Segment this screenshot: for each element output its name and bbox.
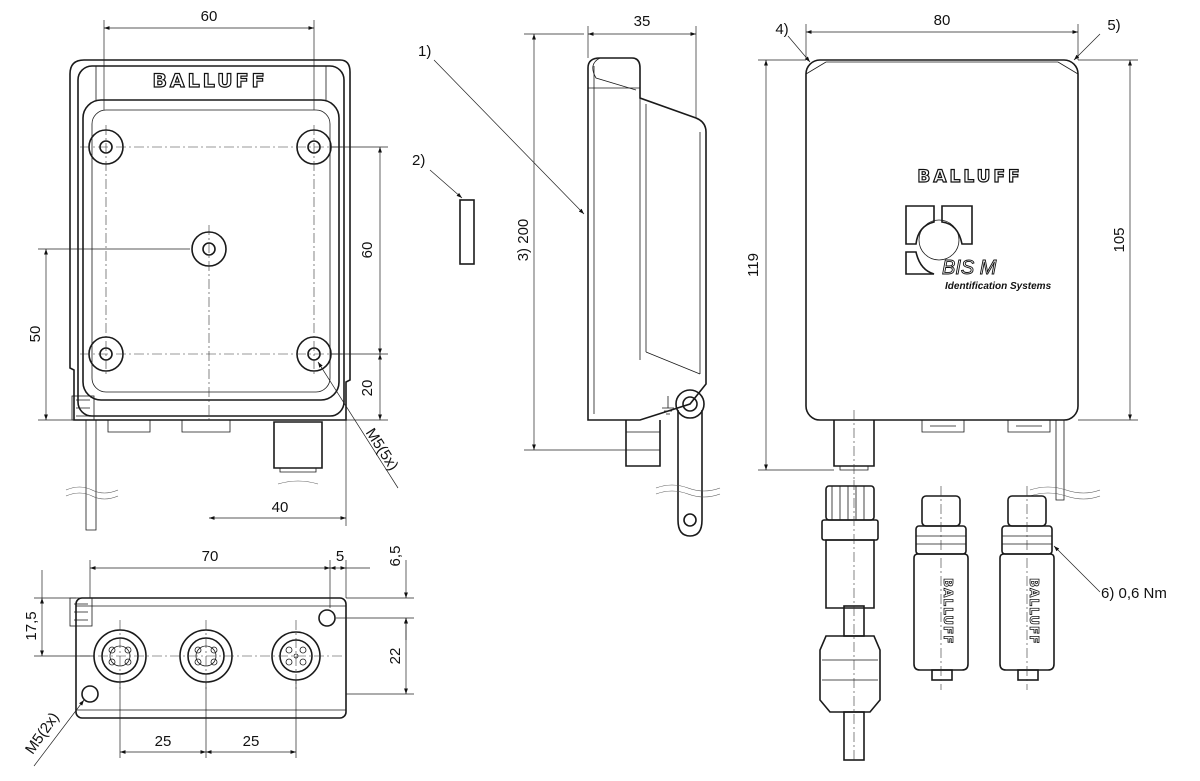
product-tagline: Identification Systems [945, 281, 1052, 292]
callout-1-label: 1) [418, 43, 431, 60]
side-view-dimensions: 35 3) 200 [515, 13, 697, 451]
dim-bottom-length: 70 [202, 548, 219, 565]
dim-front-hole-vertical: 60 [359, 242, 376, 259]
dim-bottom-edge-offset: 5 [336, 548, 344, 565]
dim-bottom-pitch-1: 25 [155, 733, 172, 750]
brand-logo-front: BALLUFF [152, 70, 267, 92]
torque-note: 6) 0,6 Nm [1101, 585, 1167, 602]
dim-rear-width: 80 [934, 12, 951, 29]
dim-front-bottom-width: 40 [272, 499, 289, 516]
callout-5-label: 5) [1107, 17, 1120, 34]
dim-front-lower: 50 [27, 326, 44, 343]
bis-m-logo: BIS M [942, 257, 997, 279]
bottom-view-dimensions: 70 5 6,5 22 17,5 25 25 M5(2x) [22, 546, 414, 767]
bis-logo-icon [905, 205, 973, 275]
dim-bottom-top-offset: 6,5 [387, 546, 404, 567]
callout-4-label: 4) [775, 21, 788, 38]
connector-cable-socket [819, 480, 881, 761]
dim-front-bottom-offset: 20 [359, 380, 376, 397]
bottom-view [69, 597, 347, 719]
callout-2-label: 2) [412, 152, 425, 169]
dim-side-height: 3) 200 [515, 219, 532, 262]
dim-front-width: 60 [201, 8, 218, 25]
dim-bottom-left-height: 17,5 [23, 611, 40, 640]
label-plate [459, 199, 475, 265]
dim-bottom-pitch-2: 25 [243, 733, 260, 750]
side-view [587, 57, 721, 537]
rear-view-dimensions: 80 4) 5) 119 105 [745, 12, 1138, 471]
brand-logo-plug-2: BALLUFF [1027, 578, 1041, 644]
mounting-hole [88, 129, 332, 372]
dim-rear-height-total: 119 [745, 253, 762, 277]
brand-logo-rear: BALLUFF [917, 167, 1022, 187]
brand-logo-plug-1: BALLUFF [941, 578, 955, 644]
connector-plug-1: BALLUFF [913, 486, 969, 690]
connector-plug-2: BALLUFF 6) 0,6 Nm [999, 486, 1167, 690]
bottom-thread-note: M5(2x) [22, 709, 63, 757]
front-thread-note: M5(5x) [362, 425, 402, 473]
front-view: BALLUFF [65, 59, 351, 531]
dim-rear-height-body: 105 [1111, 227, 1128, 252]
dim-bottom-right-height: 22 [387, 648, 404, 665]
callout-group: 1) 2) [412, 43, 585, 265]
dim-side-depth: 35 [634, 13, 651, 30]
rear-view: BALLUFF BIS M Identification Systems [805, 59, 1101, 501]
